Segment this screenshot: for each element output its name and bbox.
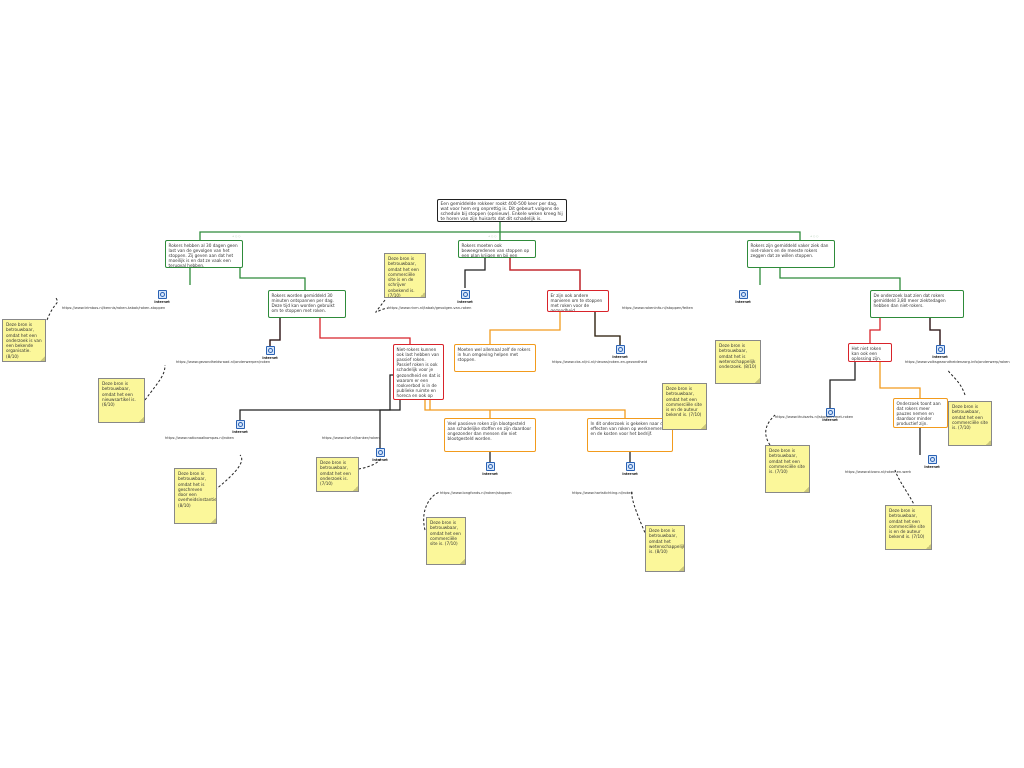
link-icon xyxy=(615,345,625,354)
link-icon xyxy=(375,448,385,457)
url-5[interactable]: https://www.cbs.nl/nl-nl/nieuws/roken-en… xyxy=(552,360,648,364)
red-node-right[interactable]: Het niet roken kan ook een oplossing zij… xyxy=(848,343,892,362)
note-3[interactable]: Deze bron is betrouwbaar, omdat het een … xyxy=(384,253,426,298)
internet-resource-12[interactable]: Internet xyxy=(912,455,952,469)
link-icon xyxy=(157,290,167,299)
note-4[interactable]: Deze bron is betrouwbaar, omdat het is g… xyxy=(174,468,217,524)
sub-branch-node-3[interactable]: De onderzoek laat zien dat rokers gemidd… xyxy=(870,290,964,318)
link-icon xyxy=(460,290,470,299)
branch-node-3[interactable]: Rokers zijn gemiddeld vaker ziek dan nie… xyxy=(747,240,835,268)
link-icon xyxy=(625,462,635,471)
internet-resource-10[interactable]: Internet xyxy=(610,462,650,476)
note-5[interactable]: Deze bron is betrouwbaar, omdat het een … xyxy=(316,457,359,492)
note-2[interactable]: Deze bron is betrouwbaar, omdat het een … xyxy=(98,378,145,423)
link-icon xyxy=(235,420,245,429)
url-3[interactable]: https://www.rokeninfo.nl/stoppen/feiten xyxy=(622,306,693,310)
internet-resource-7[interactable]: Internet xyxy=(220,420,260,434)
link-icon xyxy=(485,462,495,471)
link-icon xyxy=(738,290,748,299)
internet-resource-8[interactable]: Internet xyxy=(360,448,400,462)
internet-resource-4[interactable]: Internet xyxy=(250,346,290,360)
root-node[interactable]: Een gemiddelde rokkeer rookt 400-500 kee… xyxy=(437,199,567,222)
orange-node-mid[interactable]: Moeten wel allemaal zelf de rokers in hu… xyxy=(454,344,536,372)
internet-resource-11[interactable]: Internet xyxy=(810,408,850,422)
url-2[interactable]: https://www.rivm.nl/tabak/gevolgen-van-r… xyxy=(388,306,472,310)
passief-roken-node[interactable]: Niet-rokers kunnen ook last hebben van p… xyxy=(393,344,444,400)
orange-node-left[interactable]: Veel passieve roken zijn blootgesteld aa… xyxy=(444,418,536,452)
link-icon xyxy=(927,455,937,464)
svg-text:+ ○ ○: + ○ ○ xyxy=(232,234,241,238)
url-8[interactable]: https://www.kwf.nl/kanker/roken xyxy=(322,436,380,440)
note-1[interactable]: Deze bron is betrouwbaar, omdat het een … xyxy=(2,319,46,362)
internet-resource-5[interactable]: Internet xyxy=(600,345,640,359)
note-11[interactable]: Deze bron is betrouwbaar, omdat het een … xyxy=(948,401,992,446)
internet-resource-9[interactable]: Internet xyxy=(470,462,510,476)
internet-resource-2[interactable]: Internet xyxy=(445,290,485,304)
note-8[interactable]: Deze bron is betrouwbaar, omdat het een … xyxy=(662,383,707,430)
link-icon xyxy=(265,346,275,355)
red-node-mid[interactable]: Er zijn ook andere manieren om te stoppe… xyxy=(547,290,609,312)
orange-node-far-right[interactable]: Onderzoek toont aan dat rokers meer pauz… xyxy=(893,398,948,428)
sub-branch-node-1[interactable]: Rokers worden gemiddeld 30 minuten ontsp… xyxy=(268,290,346,318)
link-icon xyxy=(825,408,835,417)
note-6[interactable]: Deze bron is betrouwbaar, omdat het een … xyxy=(426,517,466,565)
svg-text:+ ○ ○: + ○ ○ xyxy=(810,234,819,238)
note-10[interactable]: Deze bron is betrouwbaar, omdat het een … xyxy=(765,445,810,493)
internet-resource-1[interactable]: Internet xyxy=(142,290,182,304)
url-6[interactable]: https://www.volksgezondheidenzorg.info/o… xyxy=(905,360,1010,364)
url-7[interactable]: https://www.nationaalkompas.nl/roken xyxy=(165,436,234,440)
note-7[interactable]: Deze bron is betrouwbaar, omdat het is w… xyxy=(715,340,761,384)
url-1[interactable]: https://www.trimbos.nl/kennis/roken-taba… xyxy=(62,306,166,310)
link-icon xyxy=(935,345,945,354)
internet-resource-6[interactable]: Internet xyxy=(920,345,960,359)
branch-node-1[interactable]: Rokers hebben al 30 dagen geen last van … xyxy=(165,240,243,268)
branch-node-2[interactable]: Rokers moeten ook beweegredenen van stop… xyxy=(458,240,536,258)
url-4[interactable]: https://www.gezondheidsraad.nl/onderwerp… xyxy=(176,360,271,364)
url-11[interactable]: https://www.thuisarts.nl/stoppen-met-rok… xyxy=(775,415,854,419)
orange-node-right[interactable]: In dit onderzoek is gekeken naar de effe… xyxy=(587,418,673,452)
note-9[interactable]: Deze bron is betrouwbaar, omdat het wete… xyxy=(645,525,685,572)
url-9[interactable]: https://www.longfonds.nl/roken/stoppen xyxy=(440,491,512,495)
url-12[interactable]: https://www.stivoro.nl/roken-en-werk xyxy=(845,470,912,474)
svg-text:+ ○ ○: + ○ ○ xyxy=(488,234,497,238)
url-10[interactable]: https://www.hartstichting.nl/roken xyxy=(572,491,634,495)
internet-resource-3[interactable]: Internet xyxy=(723,290,763,304)
note-12[interactable]: Deze bron is betrouwbaar, omdat het een … xyxy=(885,505,932,550)
